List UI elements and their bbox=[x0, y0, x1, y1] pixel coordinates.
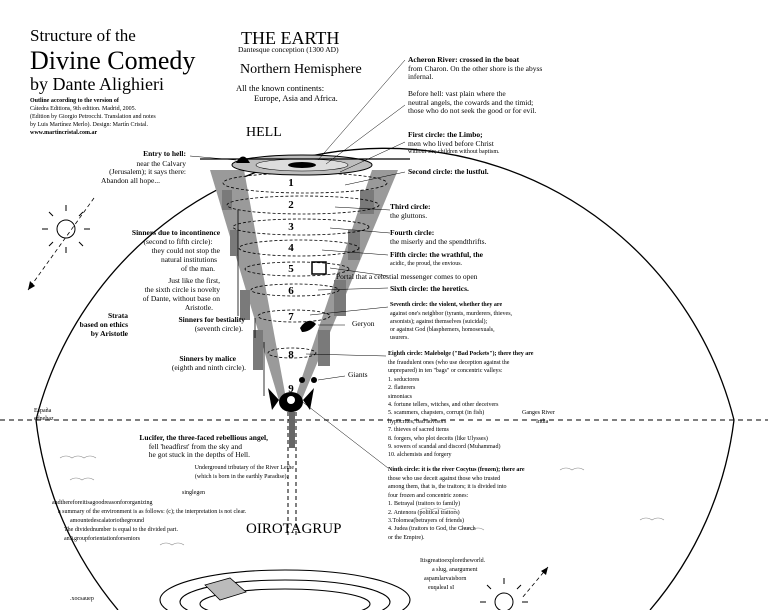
espana-label: España bbox=[34, 408, 51, 415]
circle1-line-2: without sin; children without baptism. bbox=[408, 149, 500, 156]
list-item: 8. forgers, who plot deceits (like Ulyss… bbox=[388, 436, 488, 443]
list-item: simoniacs bbox=[388, 394, 412, 401]
list-item: 9. sowers of scandal and discord (Muhamm… bbox=[388, 444, 500, 451]
list-item: those who use deceit against those who t… bbox=[388, 476, 500, 483]
circle7-title: Seventh circle: the violent, whether the… bbox=[390, 302, 502, 309]
ganges-label: Ganges River bbox=[522, 410, 555, 417]
credits-1: Outline according to the version of bbox=[30, 98, 119, 105]
circle-number: 5 bbox=[288, 263, 294, 275]
entry-title: Entry to hell: bbox=[143, 150, 186, 159]
list-item: unprepared) in ten "bags" or concentric … bbox=[388, 368, 503, 375]
espana-label-2: ednebaz bbox=[34, 416, 54, 423]
circle-number: 6 bbox=[288, 285, 294, 297]
left-block-2: a summary of the environment is as follo… bbox=[58, 509, 246, 516]
india-label: India bbox=[536, 419, 548, 426]
list-item: 10. alchemists and forgery bbox=[388, 452, 452, 459]
lucifer-line-2: he got stuck in the depths of Hell. bbox=[149, 451, 250, 460]
left-block-1: andthereforeitisagoodreasonfororganizing bbox=[52, 500, 153, 507]
geryon-figure bbox=[300, 321, 316, 332]
circle7-line-1: against one's neighbor (tyrants, murdere… bbox=[390, 311, 512, 318]
circle-number: 1 bbox=[288, 177, 294, 189]
circle8-title: Eighth circle: Malebolge ("Bad Pockets")… bbox=[388, 351, 533, 358]
title-line-2: Divine Comedy bbox=[30, 46, 195, 76]
list-item: 1. Betrayal (traitors to family) bbox=[388, 501, 460, 508]
list-item: 4. fortune tellers, witches, and other d… bbox=[388, 402, 498, 409]
bestiality-text: (seventh circle). bbox=[195, 325, 243, 334]
circle1-line-1: men who lived before Christ bbox=[408, 140, 494, 149]
title-line-3: by Dante Alighieri bbox=[30, 74, 164, 95]
credits-link[interactable]: www.martincristal.com.ar bbox=[30, 130, 97, 137]
earth-subtitle: Dantesque conception (1300 AD) bbox=[238, 46, 339, 55]
right-block-3: aspamlarvaisborn bbox=[424, 576, 466, 583]
list-item: 5. scammers, chapsters, corrupt (in fish… bbox=[388, 410, 484, 417]
incontinence-line-4: of the man. bbox=[181, 265, 215, 274]
list-item: hypocrites; bad advisors bbox=[388, 419, 446, 426]
circle7-line-3: or against God (blasphemers, homosexuals… bbox=[390, 327, 495, 334]
tributary-line-2: (which is born in the earthly Paradise). bbox=[195, 474, 288, 481]
list-item: 2. flatterers bbox=[388, 385, 415, 392]
right-block-4: euqaleaI sI bbox=[428, 585, 454, 592]
acheron-line-2: infernal. bbox=[408, 73, 433, 82]
strata-line-3: by Aristotle bbox=[91, 330, 128, 339]
circle-number: 3 bbox=[288, 221, 294, 233]
credits-4: by Luis Martínez Merlo). Design: Martín … bbox=[30, 122, 148, 129]
left-block-4: The dividednumber is equal to the divide… bbox=[64, 527, 178, 534]
circle-number: 9 bbox=[288, 383, 294, 395]
hell-label: HELL bbox=[246, 125, 282, 141]
list-item: 2. Antenora (political traitors) bbox=[388, 510, 460, 517]
circle-number: 7 bbox=[288, 311, 294, 323]
portal-label: Portal that a celestial messenger comes … bbox=[336, 273, 477, 282]
right-block-2: a slug, anargument bbox=[432, 567, 477, 574]
bottom-left-label: .xocsauep bbox=[70, 596, 94, 603]
list-item: 4. Judea (traitors to God, the Church bbox=[388, 526, 476, 533]
circle4-text: the miserly and the spendthrifts. bbox=[390, 238, 486, 247]
list-item: 3.Tolomea(betrayers of friends) bbox=[388, 518, 464, 525]
earth-outline-right bbox=[650, 420, 734, 610]
credits-3: (Edition by Giorgio Petrocchi. Translati… bbox=[30, 114, 156, 121]
circle6-title: Sixth circle: the heretics. bbox=[390, 285, 469, 294]
circle-number: 4 bbox=[288, 242, 294, 254]
circle2-title: Second circle: the lustful. bbox=[408, 168, 489, 177]
circle7-line-4: usurers. bbox=[390, 335, 409, 342]
list-item: among them, that is, the traitors; it is… bbox=[388, 484, 507, 491]
circle9-title: Ninth circle: it is the river Cocytus (f… bbox=[388, 467, 525, 474]
sun-left-icon bbox=[42, 205, 90, 253]
purgatory-mountain bbox=[160, 570, 410, 610]
circle-number: 2 bbox=[288, 199, 294, 211]
credits-2: Cátedra Editions, 9th edition. Madrid, 2… bbox=[30, 106, 136, 113]
portal-gate bbox=[312, 262, 326, 274]
circle-number: 8 bbox=[288, 349, 294, 361]
list-item: the fraudulent ones (who use deception a… bbox=[388, 360, 509, 367]
continents-2: Europe, Asia and Africa. bbox=[254, 94, 338, 104]
circle5-title: Fifth circle: the wrathful, the bbox=[390, 251, 483, 260]
circle7-line-2: arsonists); against themselves (suicidal… bbox=[390, 319, 487, 326]
first-circle-line-4: Aristotle. bbox=[185, 304, 213, 313]
sun-right-icon bbox=[480, 578, 528, 610]
geryon-label: Geryon bbox=[352, 320, 375, 329]
list-item: 7. thieves of sacred items bbox=[388, 427, 449, 434]
malice-text: (eighth and ninth circle). bbox=[172, 364, 246, 373]
title-line-1: Structure of the bbox=[30, 26, 136, 46]
purgatory-label: OIROTAGRUP bbox=[246, 521, 341, 538]
circle5-text: acidic, the proud, the envious. bbox=[390, 261, 462, 268]
list-item: 1. seductores bbox=[388, 377, 419, 384]
hemisphere-label: Northern Hemisphere bbox=[240, 62, 362, 78]
giants-label: Giants bbox=[348, 371, 368, 380]
list-item: four frozen and concentric zones: bbox=[388, 493, 468, 500]
circle3-text: the gluttons. bbox=[390, 212, 427, 221]
list-item: or the Empire). bbox=[388, 535, 425, 542]
right-block-1: Itisgreattoexploretheworld. bbox=[420, 558, 485, 565]
entry-line-3: Abandon all hope... bbox=[101, 177, 160, 186]
before-line-3: those who do not seek the good or for ev… bbox=[408, 107, 536, 116]
left-block-5: anAgroupforientationforseniors bbox=[64, 536, 140, 543]
singlegen-label: singlegen bbox=[182, 490, 205, 497]
tributary-line-1: Underground tributary of the River Lethe bbox=[195, 465, 294, 472]
left-block-3: amountedescalatoriotheground bbox=[70, 518, 144, 525]
calvary-hill bbox=[236, 157, 250, 164]
